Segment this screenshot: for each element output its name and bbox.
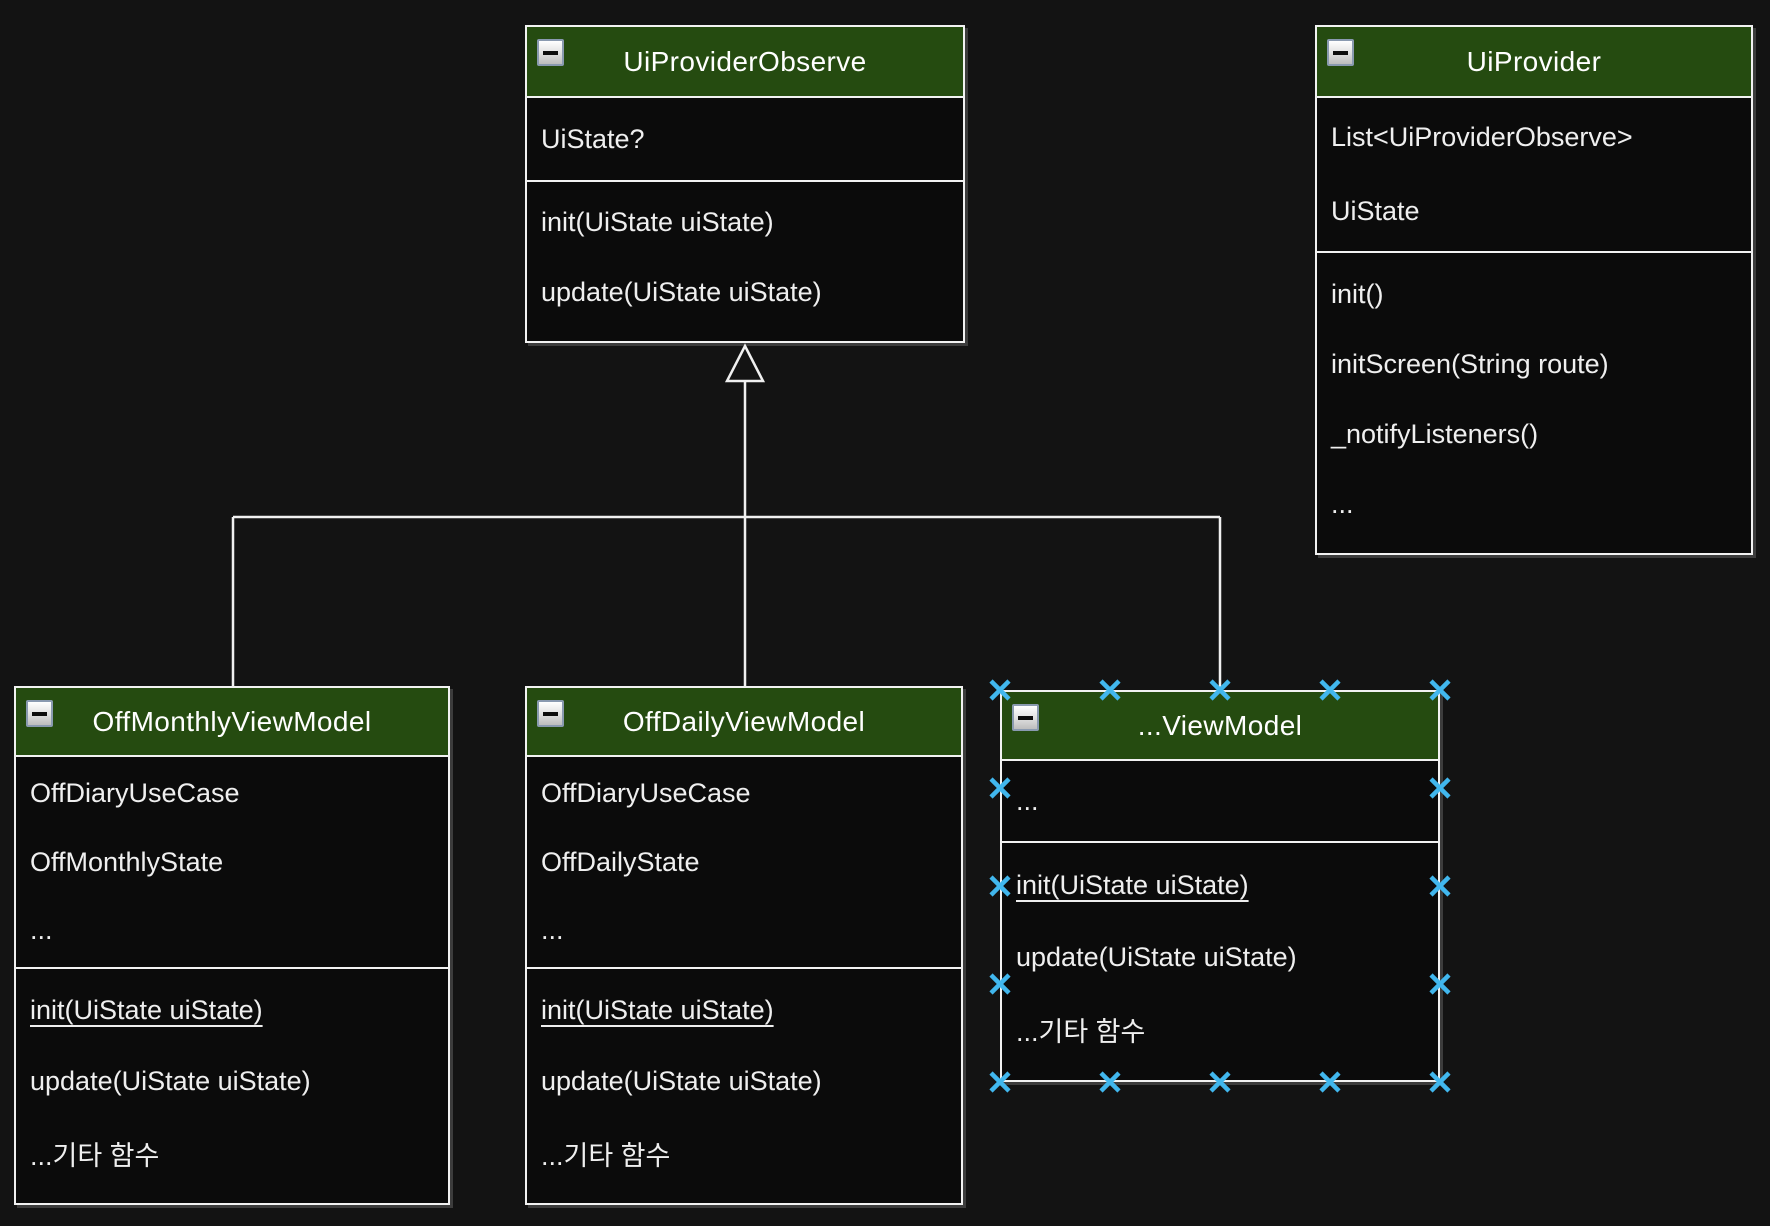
field-row[interactable]: List<UiProviderObserve> — [1331, 121, 1633, 152]
method-row-static[interactable]: init(UiState uiState) — [1016, 869, 1249, 900]
fields-section: OffDiaryUseCase OffMonthlyState ... — [16, 757, 448, 969]
class-box-uiproviderobserve[interactable]: UiProviderObserve UiState? init(UiState … — [525, 25, 965, 343]
collapse-minus-icon[interactable] — [537, 39, 564, 66]
method-row-static[interactable]: init(UiState uiState) — [541, 995, 774, 1026]
field-row[interactable]: OffMonthlyState — [30, 846, 224, 877]
field-row[interactable]: ... — [30, 915, 53, 946]
field-row[interactable]: ... — [541, 915, 564, 946]
class-header: ...ViewModel — [1002, 692, 1438, 761]
method-row[interactable]: ... — [1331, 488, 1354, 519]
field-row[interactable]: OffDiaryUseCase — [541, 777, 751, 808]
field-row[interactable]: ... — [1016, 785, 1039, 816]
class-box-offmonthlyviewmodel[interactable]: OffMonthlyViewModel OffDiaryUseCase OffM… — [14, 686, 450, 1205]
field-row[interactable]: OffDailyState — [541, 846, 700, 877]
inheritance-edge[interactable] — [231, 343, 1222, 691]
field-row[interactable]: UiState? — [541, 123, 645, 154]
method-row[interactable]: init(UiState uiState) — [541, 207, 774, 238]
collapse-minus-icon[interactable] — [26, 700, 53, 727]
methods-section: init(UiState uiState) update(UiState uiS… — [16, 969, 448, 1203]
method-row-static[interactable]: init(UiState uiState) — [30, 995, 263, 1026]
methods-section: init() initScreen(String route) _notifyL… — [1317, 253, 1751, 553]
methods-section: init(UiState uiState) update(UiState uiS… — [1002, 843, 1438, 1080]
collapse-minus-icon[interactable] — [1012, 704, 1039, 731]
method-row[interactable]: update(UiState uiState) — [541, 1066, 822, 1097]
minus-bar — [543, 711, 558, 716]
class-header: UiProvider — [1317, 27, 1751, 98]
hollow-triangle-arrowhead — [724, 343, 766, 383]
method-row[interactable]: update(UiState uiState) — [1016, 941, 1297, 972]
class-box-viewmodel-selected[interactable]: ...ViewModel ... init(UiState uiState) u… — [1000, 690, 1440, 1082]
class-title: ...ViewModel — [1137, 709, 1303, 741]
method-row[interactable]: init() — [1331, 278, 1384, 309]
class-title: UiProviderObserve — [623, 45, 867, 77]
class-box-offdailyviewmodel[interactable]: OffDailyViewModel OffDiaryUseCase OffDai… — [525, 686, 963, 1205]
method-row[interactable]: update(UiState uiState) — [541, 276, 822, 307]
class-title: UiProvider — [1466, 45, 1602, 77]
fields-section: UiState? — [527, 98, 963, 182]
minus-bar — [543, 50, 558, 55]
methods-section: init(UiState uiState) update(UiState uiS… — [527, 969, 961, 1203]
method-row[interactable]: ...기타 함수 — [30, 1140, 160, 1171]
fields-section: OffDiaryUseCase OffDailyState ... — [527, 757, 961, 969]
field-row[interactable]: OffDiaryUseCase — [30, 777, 240, 808]
minus-bar — [1333, 50, 1348, 55]
collapse-minus-icon[interactable] — [1327, 39, 1354, 66]
method-row[interactable]: ...기타 함수 — [541, 1140, 671, 1171]
class-title: OffMonthlyViewModel — [92, 705, 372, 737]
class-title: OffDailyViewModel — [622, 705, 866, 737]
methods-section: init(UiState uiState) update(UiState uiS… — [527, 182, 963, 341]
fields-section: List<UiProviderObserve> UiState — [1317, 98, 1751, 253]
class-header: OffMonthlyViewModel — [16, 688, 448, 757]
class-header: UiProviderObserve — [527, 27, 963, 98]
minus-bar — [32, 711, 47, 716]
class-header: OffDailyViewModel — [527, 688, 961, 757]
method-row[interactable]: ...기타 함수 — [1016, 1017, 1146, 1048]
method-row[interactable]: initScreen(String route) — [1331, 348, 1609, 379]
field-row[interactable]: UiState — [1331, 196, 1420, 227]
collapse-minus-icon[interactable] — [537, 700, 564, 727]
class-box-uiprovider[interactable]: UiProvider List<UiProviderObserve> UiSta… — [1315, 25, 1753, 555]
minus-bar — [1018, 715, 1033, 720]
fields-section: ... — [1002, 761, 1438, 843]
method-row[interactable]: update(UiState uiState) — [30, 1066, 311, 1097]
method-row[interactable]: _notifyListeners() — [1331, 418, 1539, 449]
